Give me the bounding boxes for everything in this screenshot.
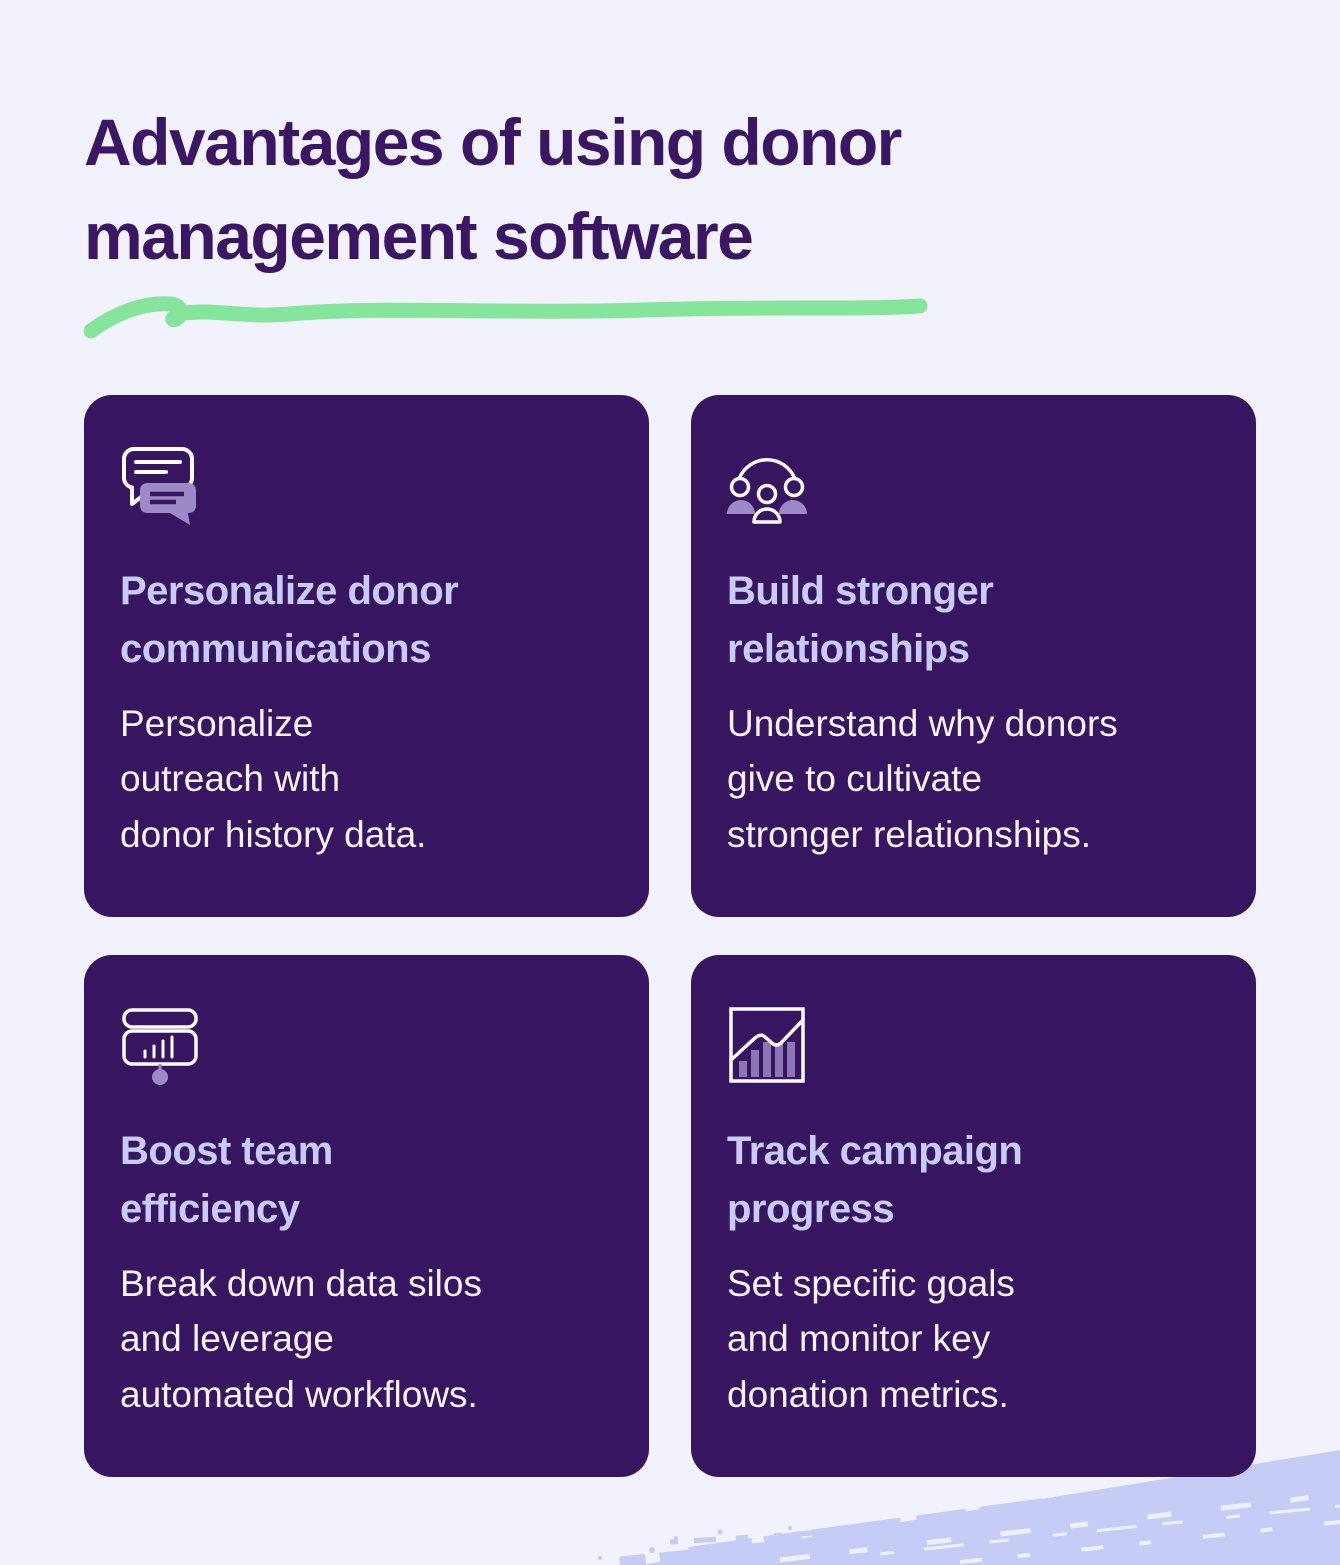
card-title-line: communications [120, 626, 431, 671]
card-body-line: give to cultivate [727, 758, 983, 800]
card-title-line: Boost team [120, 1129, 333, 1174]
card-body: Understand why donors give to cultivate … [727, 696, 1218, 863]
cards-grid: Personalize donor communications Persona… [84, 395, 1256, 1478]
card-title: Track campaign progress [727, 1123, 1218, 1237]
card-body: Personalize outreach with donor history … [120, 696, 611, 863]
card-body-line: and leverage [120, 1318, 334, 1360]
card-build-relationships: Build stronger relationships Understand … [691, 395, 1256, 918]
card-title-line: relationships [727, 626, 970, 671]
card-body-line: Set specific goals [727, 1262, 1015, 1304]
people-group-icon [727, 458, 807, 525]
card-body-line: outreach with [120, 758, 341, 800]
brush-texture-decoration [598, 1450, 1340, 1565]
card-title-line: Track campaign [727, 1129, 1023, 1174]
card-personalize-communications: Personalize donor communications Persona… [84, 395, 649, 918]
card-body-line: Understand why donors [727, 702, 1118, 744]
page-title-line2: management software [84, 198, 754, 273]
card-body: Break down data silos and leverage autom… [120, 1256, 611, 1423]
card-title: Build stronger relationships [727, 563, 1218, 677]
card-body-line: donation metrics. [727, 1373, 1009, 1415]
card-title: Personalize donor communications [120, 563, 611, 677]
card-body-line: and monitor key [727, 1318, 991, 1360]
card-body: Set specific goals and monitor key donat… [727, 1256, 1218, 1423]
card-body-line: Break down data silos [120, 1262, 482, 1304]
card-title-line: progress [727, 1186, 895, 1231]
card-title-line: Personalize donor [120, 569, 459, 614]
bar-chart-icon [729, 1007, 805, 1084]
card-title: Boost team efficiency [120, 1123, 611, 1237]
page-title-line1: Advantages of using donor [84, 105, 902, 179]
page-title: Advantages of using donor management sof… [84, 96, 1256, 283]
card-boost-efficiency: Boost team efficiency Break down data si… [84, 955, 649, 1478]
chat-bubbles-icon [122, 447, 196, 526]
card-body-line: Personalize [120, 702, 314, 744]
card-body-line: donor history data. [120, 813, 427, 855]
card-track-progress: Track campaign progress Set specific goa… [691, 955, 1256, 1478]
card-title-line: efficiency [120, 1186, 300, 1231]
card-title-line: Build stronger [727, 569, 994, 614]
card-body-line: automated workflows. [120, 1373, 478, 1415]
green-underline-stroke [84, 296, 928, 339]
presentation-board-icon [122, 1008, 198, 1086]
card-body-line: stronger relationships. [727, 813, 1092, 855]
